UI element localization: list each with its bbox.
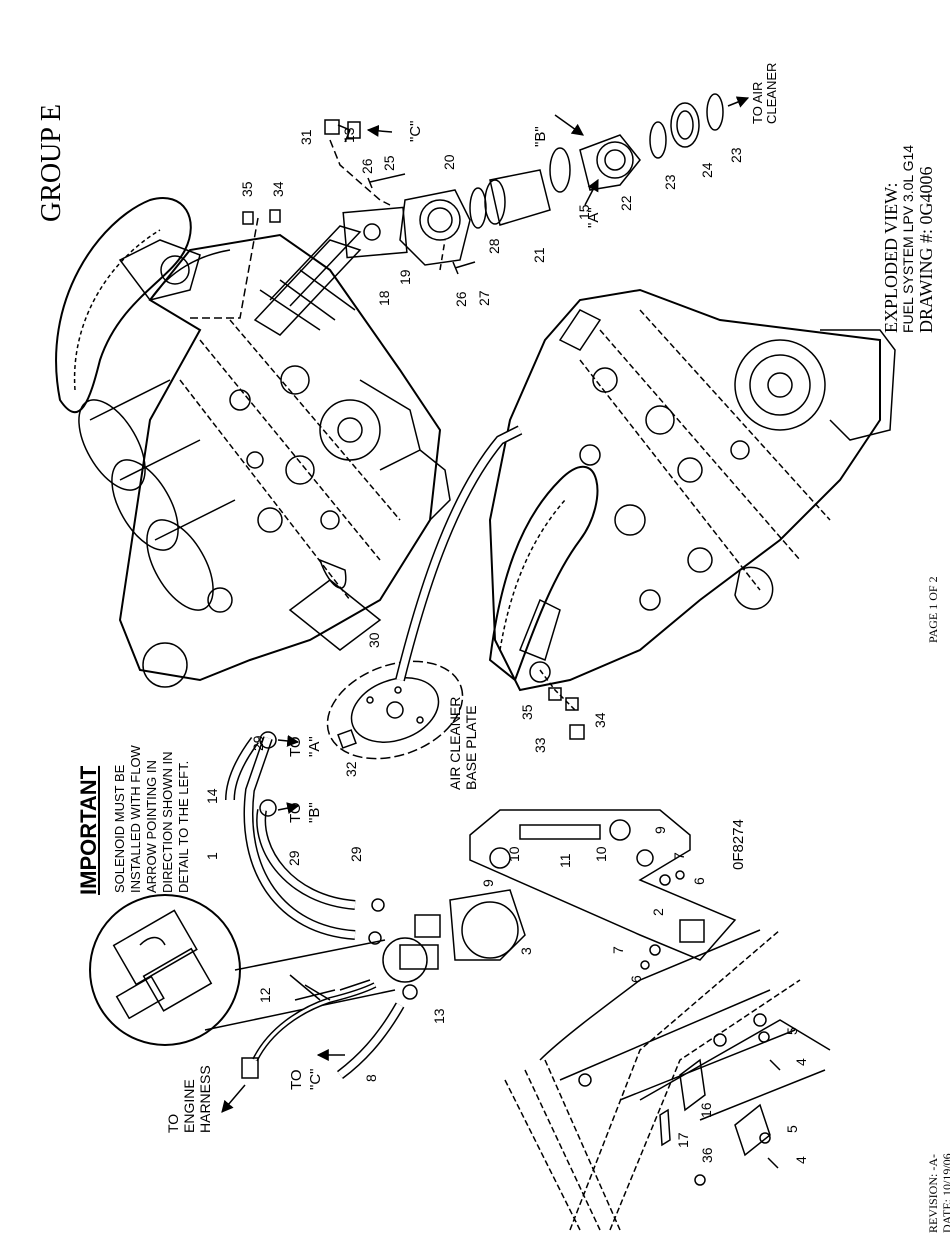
- callout-13b: 13: [431, 1008, 447, 1024]
- callout-5: 5: [784, 1027, 800, 1035]
- view-title: EXPLODED VIEW:: [881, 182, 901, 333]
- callout-26: 26: [359, 158, 375, 174]
- reference-labels: "C" "B" "A" TO "A" TO "B" TO "C" TO AIR …: [165, 63, 779, 1133]
- throttle-body-assembly: [190, 93, 750, 336]
- page-indicator: PAGE 1 OF 2: [926, 576, 940, 643]
- frame-hardware: [659, 1031, 781, 1169]
- notice-line-4: DIRECTION SHOWN IN: [160, 751, 175, 893]
- callout-35: 35: [239, 181, 255, 197]
- to-c-ref: "C": [307, 1069, 324, 1090]
- to-b-word: TO: [287, 802, 304, 823]
- callout-35b: 35: [519, 704, 535, 720]
- lower-fittings: [539, 669, 585, 740]
- to-air-cleaner-1: TO AIR: [750, 82, 765, 124]
- callout-15: 15: [576, 204, 592, 220]
- callout-14: 14: [204, 788, 220, 804]
- callout-29b: 29: [286, 850, 302, 866]
- callout-12: 12: [257, 987, 273, 1003]
- wiring-harness: [221, 974, 405, 1113]
- group-title: GROUP E: [36, 104, 67, 222]
- drawing-subtitle: FUEL SYSTEM LPV 3.0L G14: [900, 144, 916, 333]
- callout-2: 2: [650, 908, 666, 916]
- mounting-bracket: [469, 809, 737, 970]
- callout-9: 9: [480, 879, 496, 887]
- callout-34: 34: [270, 181, 286, 197]
- important-heading: IMPORTANT: [76, 765, 101, 895]
- bracket-code: 0F8274: [730, 819, 747, 870]
- callout-17: 17: [675, 1132, 691, 1148]
- callout-18: 18: [376, 290, 392, 306]
- callout-4: 4: [793, 1058, 809, 1066]
- callout-9b: 9: [652, 826, 668, 834]
- callout-29c: 29: [348, 846, 364, 862]
- callout-29: 29: [250, 735, 266, 751]
- callout-7: 7: [671, 852, 687, 860]
- to-b-ref: "B": [306, 802, 323, 823]
- callout-16: 16: [698, 1102, 714, 1118]
- notice-line-3: ARROW POINTING IN: [144, 760, 159, 893]
- callout-6b: 6: [628, 975, 644, 983]
- air-cleaner-base-1: AIR CLEANER: [447, 697, 463, 790]
- callout-7b: 7: [610, 946, 626, 954]
- callout-36: 36: [699, 1147, 715, 1163]
- notice-line-2: INSTALLED WITH FLOW: [128, 745, 143, 893]
- fuel-hoses: [225, 731, 356, 940]
- callout-30: 30: [366, 632, 382, 648]
- callout-10b: 10: [593, 846, 609, 862]
- to-engine-2: ENGINE: [181, 1079, 197, 1133]
- callout-4b: 4: [793, 1156, 809, 1164]
- callout-34b: 34: [592, 712, 608, 728]
- callout-23b: 23: [728, 147, 744, 163]
- ref-b-top: "B": [532, 126, 549, 147]
- callout-27: 27: [476, 290, 492, 306]
- callout-33: 33: [532, 737, 548, 753]
- callout-5b: 5: [784, 1125, 800, 1133]
- engine-lower-right: [488, 288, 896, 692]
- solenoid-assembly: [368, 889, 526, 1000]
- callout-23: 23: [662, 174, 678, 190]
- drawing-number: DRAWING #: 0G4006: [916, 166, 936, 333]
- ref-c-top: "C": [407, 121, 424, 142]
- to-c-word: TO: [288, 1069, 305, 1090]
- to-a-word: TO: [287, 736, 304, 757]
- callout-10: 10: [506, 846, 522, 862]
- callout-22: 22: [618, 195, 634, 211]
- notice-line-1: SOLENOID MUST BE: [112, 764, 127, 893]
- callout-11: 11: [557, 853, 573, 868]
- callout-20: 20: [441, 154, 457, 170]
- air-cleaner-base-plate: [326, 425, 523, 760]
- callout-13: 13: [341, 127, 357, 143]
- to-engine-1: TO: [165, 1114, 181, 1133]
- callout-24: 24: [699, 162, 715, 178]
- callout-32: 32: [343, 761, 359, 777]
- callout-25: 25: [381, 155, 397, 171]
- engine-upper-left: [55, 197, 451, 688]
- callout-31: 31: [298, 129, 314, 145]
- to-air-cleaner-2: CLEANER: [764, 63, 779, 124]
- frame-rail: [504, 929, 831, 1231]
- callout-3: 3: [518, 947, 534, 955]
- callout-1: 1: [204, 852, 220, 860]
- air-cleaner-base-2: BASE PLATE: [463, 705, 479, 790]
- callout-19: 19: [397, 269, 413, 285]
- revision-date: DATE: 10/19/06: [940, 1153, 950, 1233]
- callout-8: 8: [363, 1074, 379, 1082]
- notice-line-5: DETAIL TO THE LEFT.: [176, 760, 191, 893]
- revision: REVISION: -A-: [926, 1154, 940, 1233]
- callout-6: 6: [691, 877, 707, 885]
- callout-26b: 26: [453, 291, 469, 307]
- callout-21: 21: [531, 247, 547, 263]
- callout-28: 28: [486, 238, 502, 254]
- solenoid-detail: [89, 894, 428, 1046]
- to-a-ref: "A": [306, 736, 323, 757]
- ref-a-top: "A": [585, 207, 602, 228]
- callout-numbers: 1 2 3 4 4 5 5 6 6 7 7 8 9 9 10 10 11 12 …: [204, 127, 809, 1164]
- to-engine-3: HARNESS: [197, 1065, 213, 1133]
